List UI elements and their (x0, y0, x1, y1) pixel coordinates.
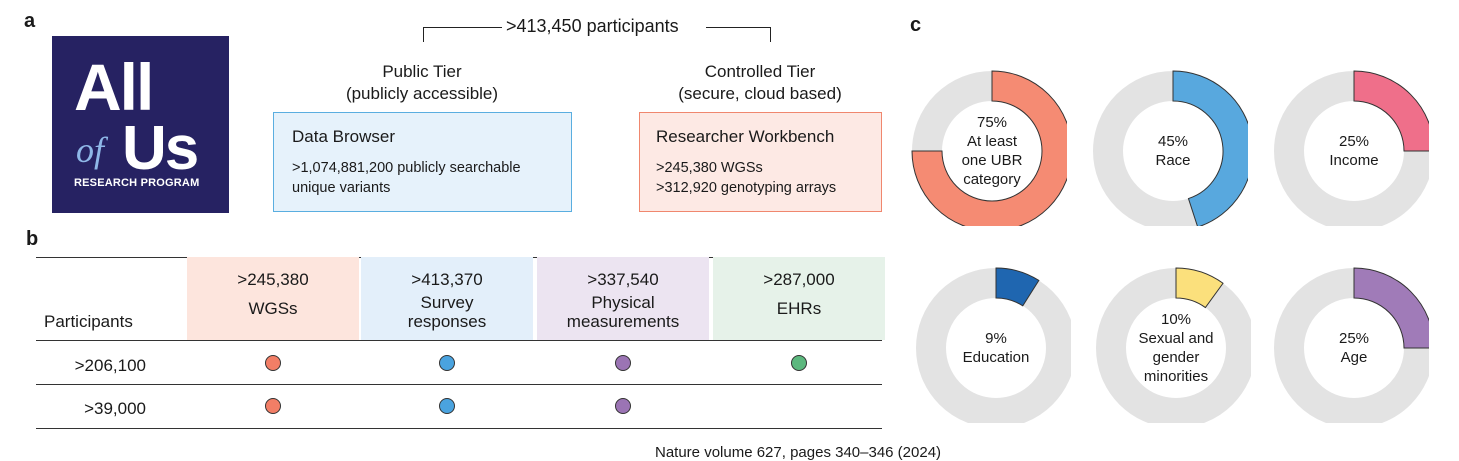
table-header-rule (36, 340, 882, 341)
public-tier-subtitle: (publicly accessible) (345, 84, 499, 103)
researcher-workbench-box: Researcher Workbench >245,380 WGSs >312,… (639, 112, 882, 212)
data-browser-line-2: unique variants (292, 180, 391, 196)
researcher-workbench-line-1: >245,380 WGSs (656, 160, 763, 176)
column-header-bg-4 (713, 257, 885, 340)
availability-dot (615, 398, 631, 414)
donut-label-line: 45% (1157, 133, 1189, 150)
donut-label-line: gender (1152, 349, 1200, 366)
donut-chart-6 (1274, 267, 1429, 423)
participants-header: Participants (44, 312, 133, 331)
donut-chart-2 (1093, 70, 1248, 226)
donut-label-line: Age (1340, 349, 1368, 366)
bracket-right (706, 27, 771, 42)
researcher-workbench-title: Researcher Workbench (656, 127, 835, 146)
donut-label-line: one UBR (961, 152, 1023, 169)
column-label: WGSs (248, 299, 298, 318)
donut-segment (995, 267, 1040, 307)
donut-label-5: 10% Sexual and gender minorities (1116, 310, 1236, 386)
row-label-1: >206,100 (74, 356, 146, 375)
column-count: >287,000 (763, 270, 835, 289)
logo-us-text: Us (122, 114, 199, 183)
donut-chart-1 (911, 70, 1067, 226)
logo-all-text: All (74, 50, 154, 124)
column-label-line-2: measurements (566, 312, 680, 331)
total-participants: >413,450 participants (506, 16, 679, 36)
donut-label-line: minorities (1143, 368, 1209, 385)
donut-label-line: Sexual and (1138, 330, 1214, 347)
donut-label-line: 25% (1338, 133, 1370, 150)
donut-segment (1353, 70, 1429, 152)
column-count: >245,380 (237, 270, 309, 289)
column-label-line-2: responses (407, 312, 487, 331)
donut-label-line: 10% (1160, 311, 1192, 328)
controlled-tier-title: Controlled Tier (secure, cloud based) (645, 61, 875, 105)
data-browser-line-1: >1,074,881,200 publicly searchable (292, 160, 521, 176)
donut-label-3: 25% Income (1294, 132, 1414, 170)
column-header-bg-2 (361, 257, 533, 340)
donut-segment (911, 70, 1067, 226)
controlled-tier-subtitle: (secure, cloud based) (678, 84, 842, 103)
column-label: EHRs (776, 299, 822, 318)
donut-label-line: 25% (1338, 330, 1370, 347)
panel-label-c: c (910, 14, 922, 36)
donut-label-line: At least (966, 133, 1018, 150)
column-label: Physical (591, 293, 655, 312)
availability-dot (439, 355, 455, 371)
donut-segment (1172, 70, 1248, 226)
table-row-rule (36, 384, 882, 385)
donut-segment (1353, 267, 1429, 349)
bracket-left (423, 27, 502, 42)
logo-research-program-text: RESEARCH PROGRAM (74, 177, 200, 189)
citation: Nature volume 627, pages 340–346 (2024) (655, 444, 942, 461)
availability-dot (439, 398, 455, 414)
panel-label-b: b (26, 228, 39, 250)
donut-label-line: 9% (985, 330, 1007, 347)
donut-segment (1175, 267, 1224, 309)
donut-label-2: 45% Race (1113, 132, 1233, 170)
logo-of-text: of (76, 130, 105, 170)
researcher-workbench-line-2: >312,920 genotyping arrays (656, 180, 837, 196)
table-bottom-rule (36, 428, 882, 429)
column-header-bg-3 (537, 257, 709, 340)
donut-label-line: Education (962, 349, 1030, 366)
availability-dot (791, 355, 807, 371)
availability-dot (265, 398, 281, 414)
donut-label-4: 9% Education (936, 329, 1056, 367)
donut-label-line: 75% (976, 114, 1008, 131)
all-of-us-logo: All of Us RESEARCH PROGRAM (52, 36, 229, 213)
donut-chart-5 (1096, 267, 1251, 423)
column-header-bg-1 (187, 257, 359, 340)
availability-dot (615, 355, 631, 371)
donut-label-6: 25% Age (1294, 329, 1414, 367)
data-browser-box: Data Browser >1,074,881,200 publicly sea… (273, 112, 572, 212)
public-tier-title: Public Tier (publicly accessible) (322, 61, 522, 105)
availability-dot (265, 355, 281, 371)
donut-chart-3 (1274, 70, 1429, 226)
donut-label-line: Race (1155, 152, 1191, 169)
donut-label-1: 75% At least one UBR category (932, 113, 1052, 189)
donut-label-line: category (963, 171, 1021, 188)
data-browser-title: Data Browser (292, 127, 395, 146)
column-count: >413,370 (411, 270, 483, 289)
panel-label-a: a (24, 10, 36, 32)
donut-label-line: Income (1329, 152, 1379, 169)
column-label: Survey (420, 293, 474, 312)
row-label-2: >39,000 (84, 399, 146, 418)
column-count: >337,540 (587, 270, 659, 289)
controlled-tier-name: Controlled Tier (704, 62, 816, 81)
donut-chart-4 (916, 267, 1071, 423)
public-tier-name: Public Tier (382, 62, 462, 81)
